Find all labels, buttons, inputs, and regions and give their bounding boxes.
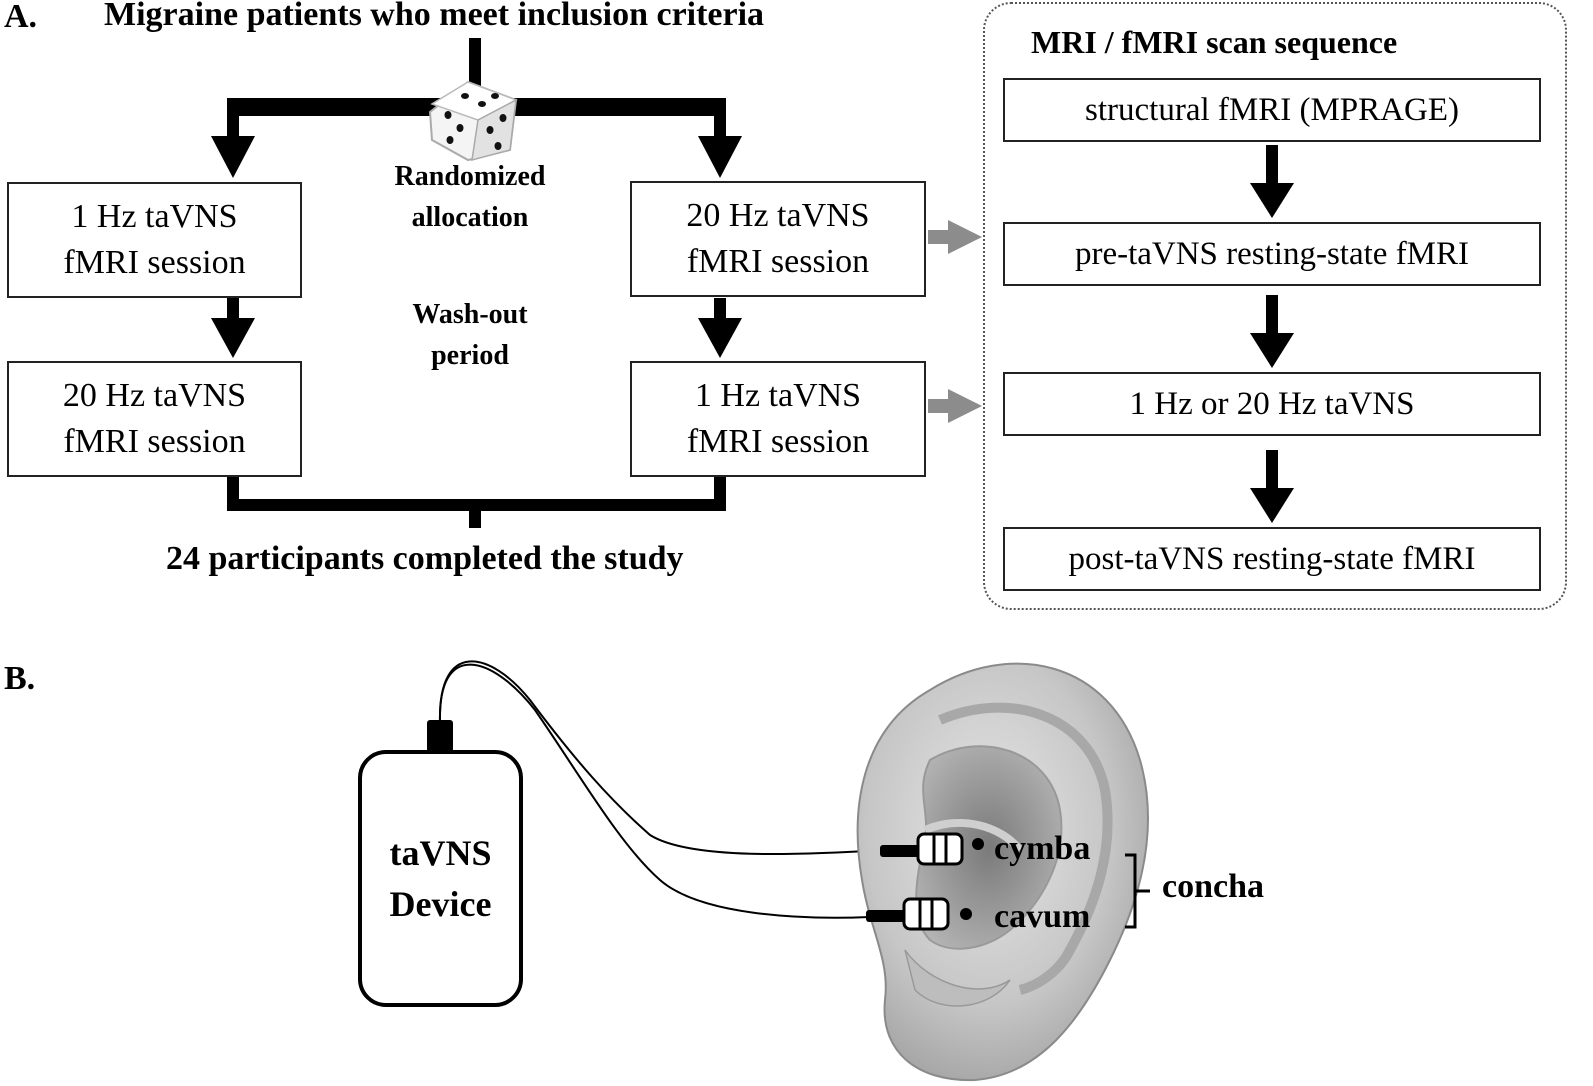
randomized-line-1: Randomized xyxy=(394,161,546,192)
scan-sequence-panel xyxy=(983,2,1567,610)
left-bottom-session-box: 20 Hz taVNS fMRI session xyxy=(7,361,302,477)
arrow-down-left-mid xyxy=(211,318,255,358)
right-top-line-2: fMRI session xyxy=(686,243,870,280)
right-bottom-session-box: 1 Hz taVNS fMRI session xyxy=(630,361,926,477)
tavns-device: taVNS Device xyxy=(358,750,523,1007)
cavum-label: cavum xyxy=(994,898,1091,935)
arrow-down-right-top xyxy=(698,136,742,178)
arrow-down-right-mid xyxy=(698,318,742,358)
right-bottom-line-2: fMRI session xyxy=(686,423,870,460)
ear-image xyxy=(856,662,1150,1082)
scan-step-post-resting: post-taVNS resting-state fMRI xyxy=(1003,527,1541,591)
left-top-line-2: fMRI session xyxy=(63,244,246,281)
gray-arrow-top xyxy=(928,220,982,254)
randomized-line-2: allocation xyxy=(411,201,529,233)
washout-line-1: Wash-out xyxy=(412,299,528,330)
device-line-2: Device xyxy=(389,883,492,924)
scan-step-tavns: 1 Hz or 20 Hz taVNS xyxy=(1003,372,1541,436)
scan-sequence-title: MRI / fMRI scan sequence xyxy=(1031,24,1398,60)
left-bottom-line-1: 20 Hz taVNS xyxy=(62,377,247,415)
arrow-down-left-top xyxy=(211,136,255,178)
right-bottom-line-1: 1 Hz taVNS xyxy=(694,377,862,415)
washout-line-2: period xyxy=(431,339,509,371)
scan-step-pre-resting: pre-taVNS resting-state fMRI xyxy=(1003,222,1541,286)
panel-b-label: B. xyxy=(4,660,36,697)
dice-icon xyxy=(428,80,518,162)
washout-period-label: Wash-out period xyxy=(360,295,580,376)
electrode-cymba xyxy=(880,832,984,866)
randomized-allocation-label: Randomized allocation xyxy=(360,157,580,238)
scan-step-structural: structural fMRI (MPRAGE) xyxy=(1003,78,1541,142)
gray-arrow-bottom xyxy=(928,389,982,423)
inclusion-criteria-title: Migraine patients who meet inclusion cri… xyxy=(104,0,765,33)
concha-label: concha xyxy=(1162,868,1264,905)
completed-study-label: 24 participants completed the study xyxy=(166,540,684,577)
electrode-cavum xyxy=(866,897,972,931)
panel-a-label: A. xyxy=(4,0,38,35)
cymba-label: cymba xyxy=(994,830,1091,867)
scan-arrows xyxy=(1250,145,1294,523)
right-top-line-1: 20 Hz taVNS xyxy=(686,197,870,235)
concha-bracket xyxy=(1125,853,1150,929)
left-top-line-1: 1 Hz taVNS xyxy=(71,198,238,236)
electrode-wires xyxy=(438,660,886,919)
device-line-1: taVNS xyxy=(389,833,492,874)
right-top-session-box: 20 Hz taVNS fMRI session xyxy=(630,181,926,297)
left-bottom-line-2: fMRI session xyxy=(63,423,246,460)
merge-connectors xyxy=(227,476,726,528)
left-top-session-box: 1 Hz taVNS fMRI session xyxy=(7,182,302,298)
device-plug xyxy=(427,720,453,752)
